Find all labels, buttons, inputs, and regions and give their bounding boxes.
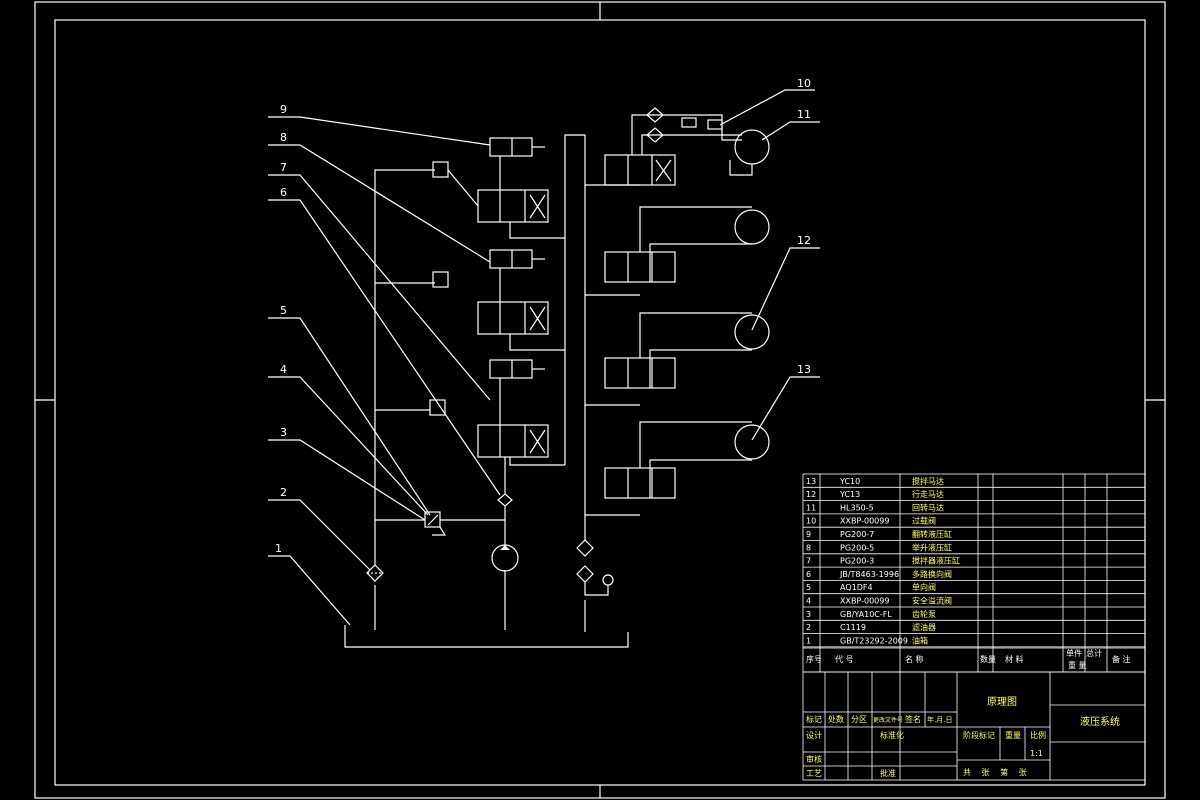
tb-sign: 签名 [905,714,921,724]
tb-design: 设计 [806,730,822,740]
gear-pump-3 [491,544,519,572]
part-number: 12 [806,490,816,499]
callout-10: 10 [797,77,811,90]
callout-2: 2 [280,486,287,499]
part-name: 举升液压缸 [912,542,952,552]
part-name: 滤油器 [912,622,936,632]
part-code: PG200-3 [840,557,874,566]
part-number: 6 [806,570,811,579]
header-unit-weight: 单件 [1066,648,1082,658]
tb-process: 工艺 [806,769,822,778]
part-name: 安全溢流阀 [912,596,952,606]
part-name: 单向阀 [912,582,936,592]
part-number: 7 [806,557,811,566]
part-number: 1 [806,636,811,645]
oil-tank [344,570,629,648]
parts-list [802,473,1146,673]
project-name: 液压系统 [1080,715,1120,728]
filter-2 [366,564,384,582]
part-number: 8 [806,543,811,552]
part-number: 3 [806,610,811,619]
part-code: C1119 [840,623,866,632]
relief-valve-4 [424,511,447,536]
check-valve-5 [497,493,513,507]
callout-11: 11 [797,108,811,121]
tb-date: 年.月.日 [927,715,952,724]
callout-8: 8 [280,131,287,144]
sheet-frame [34,1,1166,799]
part-code: JB/T8463-1996 [839,570,899,579]
tb-scale-value: 1:1 [1030,749,1043,758]
part-code: AQ1DF4 [840,583,873,592]
right-valve-bank [604,107,770,499]
tb-mark: 标记 [806,714,822,724]
tb-scale: 比例 [1030,730,1046,740]
header-remark: 备 注 [1112,654,1131,664]
header-seq: 序号 [806,654,822,664]
part-name: 多路换向阀 [912,569,952,579]
header-total-weight: 总计 [1086,648,1102,658]
part-name: 搅拌器液压缸 [912,556,960,566]
drawing-name: 原理图 [987,696,1017,708]
tb-count: 处数 [828,714,844,724]
callout-1: 1 [275,542,282,555]
header-material: 材 料 [1005,654,1024,664]
part-number: 13 [806,477,816,486]
part-code: YC13 [839,490,860,499]
tb-stage-mark: 阶段标记 [963,730,995,740]
part-number: 11 [806,503,816,512]
callout-13: 13 [797,363,811,376]
tb-standard: 标准化 [880,730,904,740]
header-weight: 重 量 [1068,660,1087,670]
header-name: 名 称 [905,654,924,664]
callout-12: 12 [797,234,811,247]
return-filter [576,539,614,596]
tb-sheets: 共 张 第 张 [963,767,1031,777]
part-number: 9 [806,530,811,539]
tb-review: 审核 [806,754,822,764]
pressure-lines [374,134,640,565]
part-code: GB/YA10C-FL [840,610,892,619]
part-name: 翻转液压缸 [912,529,952,539]
leader-lines [268,89,820,626]
callout-7: 7 [280,161,287,174]
part-number: 10 [806,517,816,526]
callout-4: 4 [280,363,287,376]
part-number: 4 [806,597,811,606]
part-name: 回转马达 [912,502,944,512]
part-name: 油箱 [912,635,928,645]
tb-change-doc: 更改文件号 [873,716,903,724]
part-code: YC10 [839,477,860,486]
tb-approve: 批准 [880,768,896,778]
part-code: PG200-5 [840,543,874,552]
callout-numbers: 9 8 7 6 5 4 3 2 1 10 11 12 13 [275,77,811,555]
left-valve-bank [429,137,565,494]
header-qty: 数量 [980,654,996,664]
callout-5: 5 [280,304,287,317]
callout-6: 6 [280,186,287,199]
part-code: HL350-5 [840,503,874,512]
part-code: GB/T23292-2009 [840,636,908,645]
header-code: 代 号 [835,654,854,664]
part-code: PG200-7 [840,530,874,539]
parts-header: 序号 代 号 名 称 数量 材 料 单件 总计 重 量 备 注 [806,648,1131,670]
part-number: 5 [806,583,811,592]
callout-9: 9 [280,103,287,116]
part-name: 过载阀 [912,516,936,526]
part-code: XXBP-00099 [840,597,889,606]
part-code: XXBP-00099 [840,517,889,526]
tb-zone: 分区 [851,715,867,724]
part-name: 齿轮泵 [912,609,936,619]
part-name: 行走马达 [912,489,944,499]
callout-3: 3 [280,426,287,439]
part-name: 搅拌马达 [912,476,944,486]
tb-weight: 重量 [1005,730,1021,740]
part-number: 2 [806,623,811,632]
title-block: 原理图 液压系统 标记 处数 分区 更改文件号 签名 年.月.日 设计 标准化 … [802,671,1146,781]
